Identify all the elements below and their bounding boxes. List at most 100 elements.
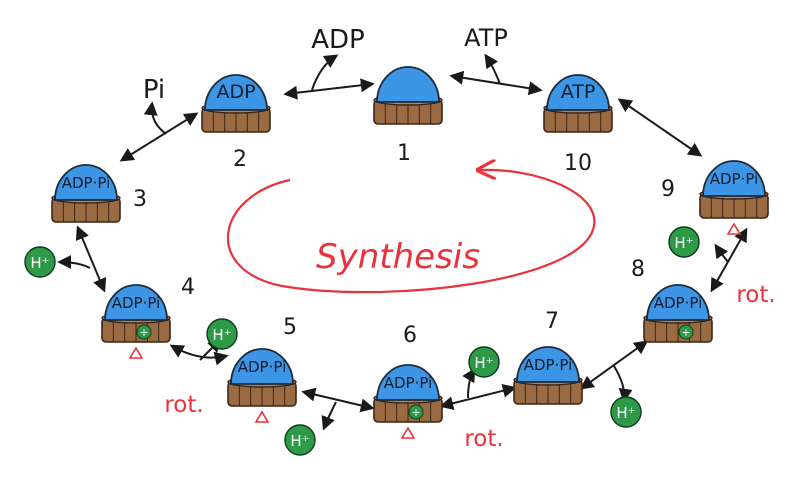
unit-4-bound-proton-sign: + <box>139 326 148 339</box>
proton-4-label: H⁺ <box>474 354 493 372</box>
rotation-label-8: rot. <box>736 282 775 308</box>
unit-6-label: ADP·Pi <box>384 374 433 392</box>
unit-2-step-number: 2 <box>233 147 247 172</box>
unit-8-bound-proton-sign: + <box>681 326 690 339</box>
arrow-atp-release <box>484 53 501 85</box>
unit-8: ADP·Pi 8 + <box>631 257 713 343</box>
arrow-3-4 <box>75 225 107 293</box>
unit-6-rotation-marker <box>400 426 416 439</box>
proton-5-label: H⁺ <box>616 404 635 422</box>
unit-3: ADP·Pi 3 <box>51 164 147 223</box>
unit-3-label: ADP·Pi <box>62 174 111 192</box>
arrow-h-9 <box>714 243 729 263</box>
proton-4-circle <box>468 346 500 378</box>
unit-7: ADP·Pi 7 <box>513 309 583 405</box>
unit-6-step-number: 6 <box>403 323 417 348</box>
arrow-4-5 <box>169 344 229 366</box>
unit-4-step-number: 4 <box>181 275 195 300</box>
proton-2-label: H⁺ <box>212 326 231 344</box>
arrow-h-7 <box>462 367 476 399</box>
proton-2-circle <box>206 318 238 350</box>
arrow-1-10 <box>449 70 543 96</box>
rotation-label-6: rot. <box>464 426 503 452</box>
unit-5-head <box>230 348 294 385</box>
proton-2: H⁺ <box>206 318 238 350</box>
unit-5: ADP·Pi 5 <box>227 315 297 423</box>
proton-1-circle <box>24 246 56 278</box>
unit-10: ATP 10 <box>543 74 613 176</box>
unit-5-rotation-marker <box>254 410 270 423</box>
unit-6-bound-proton <box>408 404 424 420</box>
molecule-atp-released: ATP <box>464 24 508 52</box>
unit-5-step-number: 5 <box>283 315 297 340</box>
unit-5-label: ADP·Pi <box>238 358 287 376</box>
rotation-label-5: rot. <box>164 392 203 418</box>
unit-4: ADP·Pi 4 + <box>101 275 195 359</box>
free-molecules: ADP ATP Pi <box>143 24 508 105</box>
arrow-1-2 <box>283 78 375 100</box>
unit-8-head <box>646 284 710 321</box>
unit-6: ADP·Pi 6 + <box>373 323 443 439</box>
unit-1-head <box>376 66 440 103</box>
unit-1: 1 <box>373 66 443 166</box>
proton-6-circle <box>668 226 700 258</box>
proton-6: H⁺ <box>668 226 700 258</box>
unit-3-step-number: 3 <box>133 187 147 212</box>
units: 1ADP2ADP·Pi3ADP·Pi4+ADP·Pi5ADP·Pi6+ADP·P… <box>51 66 769 439</box>
unit-8-step-number: 8 <box>631 257 645 282</box>
synthesis-label: Synthesis <box>316 237 480 277</box>
unit-7-label: ADP·Pi <box>524 356 573 374</box>
unit-8-bound-proton <box>678 324 694 340</box>
molecule-adp-released: ADP <box>311 25 365 55</box>
synthesis-loop-arrow <box>227 170 596 294</box>
proton-4: H⁺ <box>468 346 500 378</box>
unit-9-head <box>702 160 766 197</box>
arrow-2-3 <box>119 112 199 162</box>
molecule-pi-bound: Pi <box>143 75 165 105</box>
arrow-h-8 <box>613 365 633 403</box>
rotation-labels: rot. rot. rot. <box>164 282 775 452</box>
unit-6-bound-proton-sign: + <box>411 406 420 419</box>
proton-1-label: H⁺ <box>30 254 49 272</box>
proton-1: H⁺ <box>24 246 56 278</box>
unit-4-label: ADP·Pi <box>112 294 161 312</box>
unit-1-step-number: 1 <box>397 141 411 166</box>
unit-9-rotation-marker <box>726 222 742 235</box>
unit-2: ADP 2 <box>201 74 271 172</box>
proton-5-circle <box>610 396 642 428</box>
proton-3-circle <box>284 424 316 456</box>
arrow-adp-release <box>311 54 339 91</box>
unit-8-label: ADP·Pi <box>654 294 703 312</box>
arrow-h-4 <box>57 255 91 270</box>
unit-2-head <box>204 74 268 111</box>
arrow-8-9 <box>710 227 748 293</box>
unit-4-rotation-marker <box>128 346 144 359</box>
unit-9: ADP·Pi 9 <box>661 160 769 235</box>
unit-10-head <box>546 74 610 111</box>
arrows <box>57 53 748 431</box>
unit-9-label: ADP·Pi <box>710 170 759 188</box>
unit-9-step-number: 9 <box>661 177 675 202</box>
arrow-pi-binding <box>143 101 167 135</box>
unit-10-step-number: 10 <box>564 151 592 176</box>
arrow-7-8 <box>579 340 649 390</box>
protons: H⁺ H⁺ H⁺ H⁺ H⁺ H⁺ <box>24 226 700 456</box>
unit-3-head <box>54 164 118 201</box>
unit-2-label: ADP <box>216 81 255 103</box>
unit-7-step-number: 7 <box>545 309 559 334</box>
arrow-10-9 <box>617 98 703 157</box>
synthesis-loop: Synthesis <box>227 170 596 294</box>
unit-7-head <box>516 346 580 383</box>
unit-10-label: ATP <box>561 81 596 103</box>
proton-3: H⁺ <box>284 424 316 456</box>
unit-4-head <box>104 284 168 321</box>
proton-5: H⁺ <box>610 396 642 428</box>
proton-6-label: H⁺ <box>674 234 693 252</box>
proton-3-label: H⁺ <box>290 432 309 450</box>
arrow-6-7 <box>439 383 517 411</box>
unit-4-bound-proton <box>136 324 152 340</box>
arrow-h-6 <box>321 401 337 431</box>
arrow-5-6 <box>301 387 375 413</box>
